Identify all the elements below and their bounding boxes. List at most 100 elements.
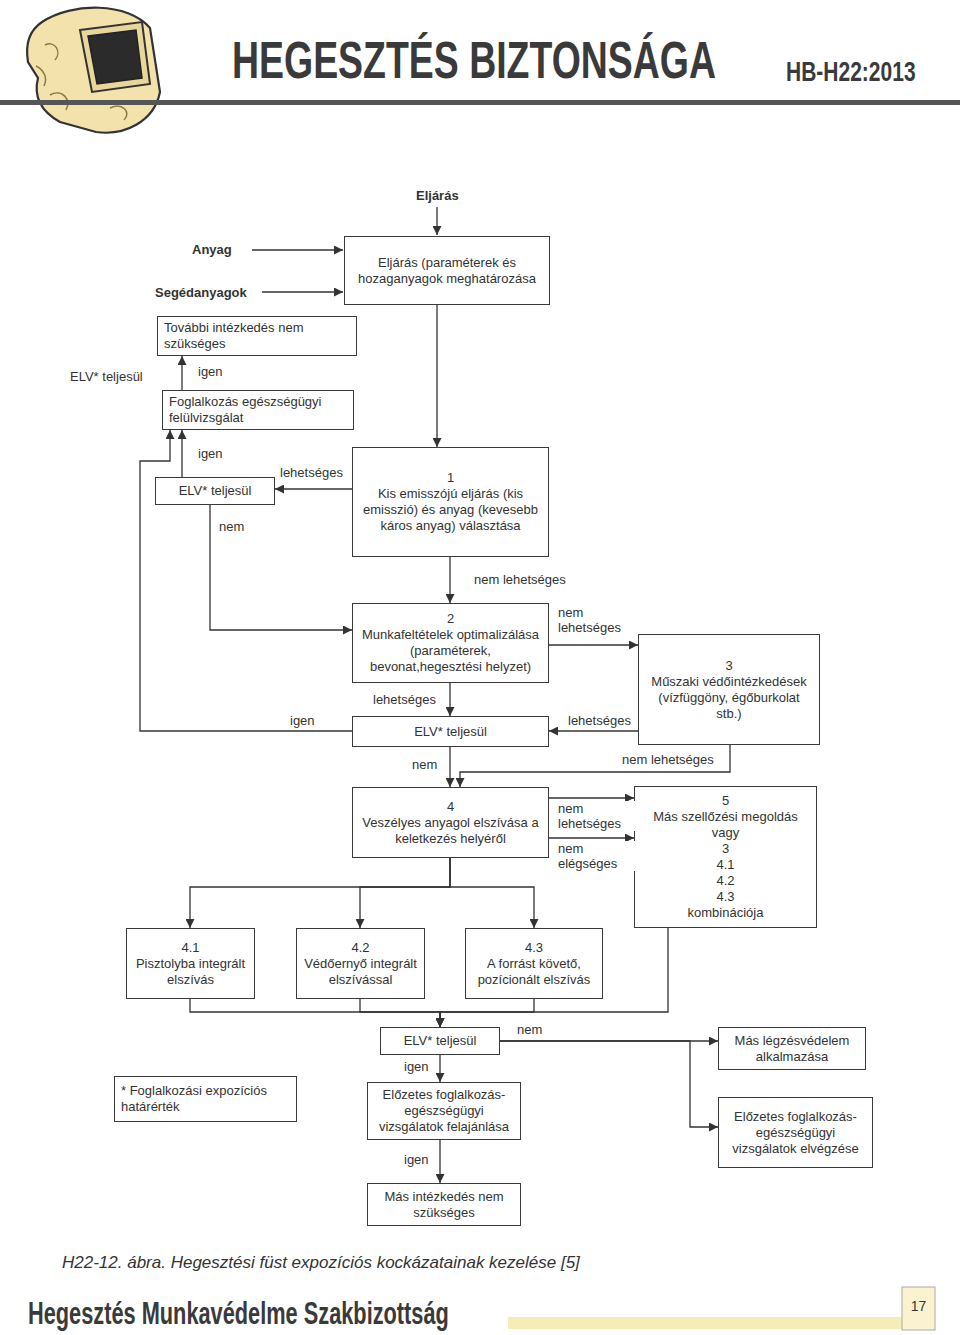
- welding-helmet: [27, 8, 160, 133]
- node-text: További intézkedés nem szükséges: [164, 320, 350, 352]
- node-text: Előzetes foglalkozás-egészségügyi vizsgá…: [374, 1087, 514, 1135]
- edge-label: nem lehetséges: [472, 572, 568, 587]
- result-box: Más intézkedés nem szükséges: [367, 1183, 521, 1226]
- node-text: 4.2: [716, 873, 734, 889]
- option-box: 4.3A forrást követő, pozícionált elszívá…: [465, 928, 603, 999]
- decision-box: ELV* teljesül: [155, 477, 275, 505]
- flow-connector: [549, 837, 634, 838]
- node-text: Munkafeltételek optimalizálása (paraméte…: [359, 627, 542, 675]
- process-box: Eljárás (paraméterek és hozaganyagok meg…: [344, 236, 550, 305]
- node-text: Eljárás (paraméterek és hozaganyagok meg…: [351, 255, 543, 287]
- edge-label: igen: [288, 713, 317, 728]
- figure-caption: H22-12. ábra. Hegesztési füst expozíciós…: [60, 1253, 582, 1273]
- input-label: Anyag: [190, 242, 234, 257]
- document-code: HB-H22:2013: [786, 56, 916, 87]
- helmet-shell: [27, 8, 160, 133]
- helmet-decoration: [36, 44, 127, 120]
- step-box: 1Kis emisszójú eljárás (kis emisszió) és…: [352, 447, 549, 557]
- flow-connector: [275, 488, 352, 489]
- edge-label: nem: [515, 1022, 544, 1037]
- node-text: Előzetes foglalkozás-egészségügyi vizsgá…: [725, 1109, 866, 1157]
- flow-connector: [549, 644, 638, 645]
- header-rule: [0, 100, 960, 105]
- flow-connector: [549, 730, 638, 731]
- flow-connector: [360, 858, 450, 928]
- page-number: 17: [902, 1299, 935, 1314]
- flow-connector: [190, 999, 440, 1027]
- node-text: 4.1: [181, 940, 199, 956]
- node-text: ELV* teljesül: [414, 724, 487, 740]
- node-text: 1: [447, 470, 454, 486]
- result-box: További intézkedés nem szükséges: [157, 316, 357, 356]
- input-arrow: [252, 249, 343, 250]
- footer-text: Hegesztés Munkavédelme Szakbizottság: [28, 1296, 449, 1331]
- flow-connector: [190, 858, 450, 928]
- node-text: Más intézkedés nem szükséges: [374, 1189, 514, 1221]
- flow-connector: [439, 1055, 440, 1082]
- edge-label: igen: [402, 1059, 431, 1074]
- helmet-frame: [80, 22, 150, 92]
- flow-connector: [439, 1140, 440, 1183]
- flow-connector: [210, 505, 352, 630]
- node-text: 4: [447, 799, 454, 815]
- node-text: 3: [722, 841, 729, 857]
- input-label: Eljárás: [414, 188, 461, 203]
- input-label: Segédanyagok: [153, 285, 249, 300]
- node-text: Veszélyes anyagol elszívása a keletkezés…: [359, 815, 542, 847]
- page-title: HEGESZTÉS BIZTONSÁGA: [232, 30, 716, 90]
- node-text: * Foglalkozási expozíciós határérték: [121, 1083, 290, 1115]
- option-box: 4.2Védőernyő integrált elszívással: [296, 928, 425, 999]
- flow-connector: [436, 305, 437, 447]
- flow-connector: [140, 430, 352, 731]
- node-text: Más szellőzési megoldás vagy: [641, 809, 810, 841]
- edge-label: nem: [217, 519, 246, 534]
- flow-connector: [181, 430, 182, 477]
- node-text: ELV* teljesül: [404, 1033, 477, 1049]
- process-box: Foglalkozás egészségügyi felülvizsgálat: [162, 390, 354, 430]
- node-text: Pisztolyba integrált elszívás: [133, 956, 248, 988]
- edge-label: igen: [196, 446, 225, 461]
- node-text: Foglalkozás egészségügyi felülvizsgálat: [169, 394, 347, 426]
- edge-label: lehetséges: [371, 692, 438, 707]
- flow-connector: [449, 557, 450, 603]
- flow-connector: [440, 928, 668, 1027]
- page-number-box: [902, 1287, 935, 1330]
- node-text: 4.3: [716, 889, 734, 905]
- option-box: 4.1Pisztolyba integrált elszívás: [126, 928, 255, 999]
- node-text: Védőernyő integrált elszívással: [303, 956, 418, 988]
- node-text: Kis emisszójú eljárás (kis emisszió) és …: [359, 486, 542, 534]
- condition-label: ELV* teljesül: [68, 369, 145, 384]
- flow-connector: [181, 356, 182, 390]
- edge-label: nem elégséges: [556, 841, 636, 871]
- node-text: 4.1: [716, 857, 734, 873]
- node-text: 4.2: [351, 940, 369, 956]
- edge-label: lehetséges: [278, 465, 345, 480]
- flow-connector: [360, 999, 440, 1027]
- node-text: kombinációja: [688, 905, 764, 921]
- decision-box: ELV* teljesül: [352, 716, 549, 747]
- decision-box: ELV* teljesül: [380, 1027, 500, 1055]
- process-box: Előzetes foglalkozás-egészségügyi vizsgá…: [367, 1082, 521, 1140]
- step-box: 5Más szellőzési megoldás vagy34.14.24.3k…: [634, 786, 817, 928]
- node-text: A forrást követő, pozícionált elszívás: [472, 956, 596, 988]
- helmet-window: [88, 30, 142, 84]
- input-arrow: [436, 207, 437, 235]
- edge-label: nem lehetséges: [556, 801, 636, 831]
- node-text: Más légzésvédelem alkalmazása: [725, 1033, 859, 1065]
- step-box: 2Munkafeltételek optimalizálása (paramét…: [352, 603, 549, 683]
- flow-connector: [549, 797, 634, 798]
- flow-connector: [500, 1041, 718, 1127]
- flow-connector: [450, 858, 534, 928]
- edge-label: igen: [196, 364, 225, 379]
- node-text: 3: [725, 658, 732, 674]
- node-text: 2: [447, 611, 454, 627]
- node-text: 4.3: [525, 940, 543, 956]
- input-arrow: [262, 291, 343, 292]
- node-text: 5: [722, 793, 729, 809]
- node-text: ELV* teljesül: [179, 483, 252, 499]
- step-box: 3Műszaki védőintézkedések (vízfüggöny, é…: [638, 634, 820, 745]
- flow-connector: [460, 745, 730, 787]
- node-text: Műszaki védőintézkedések (vízfüggöny, ég…: [645, 674, 813, 722]
